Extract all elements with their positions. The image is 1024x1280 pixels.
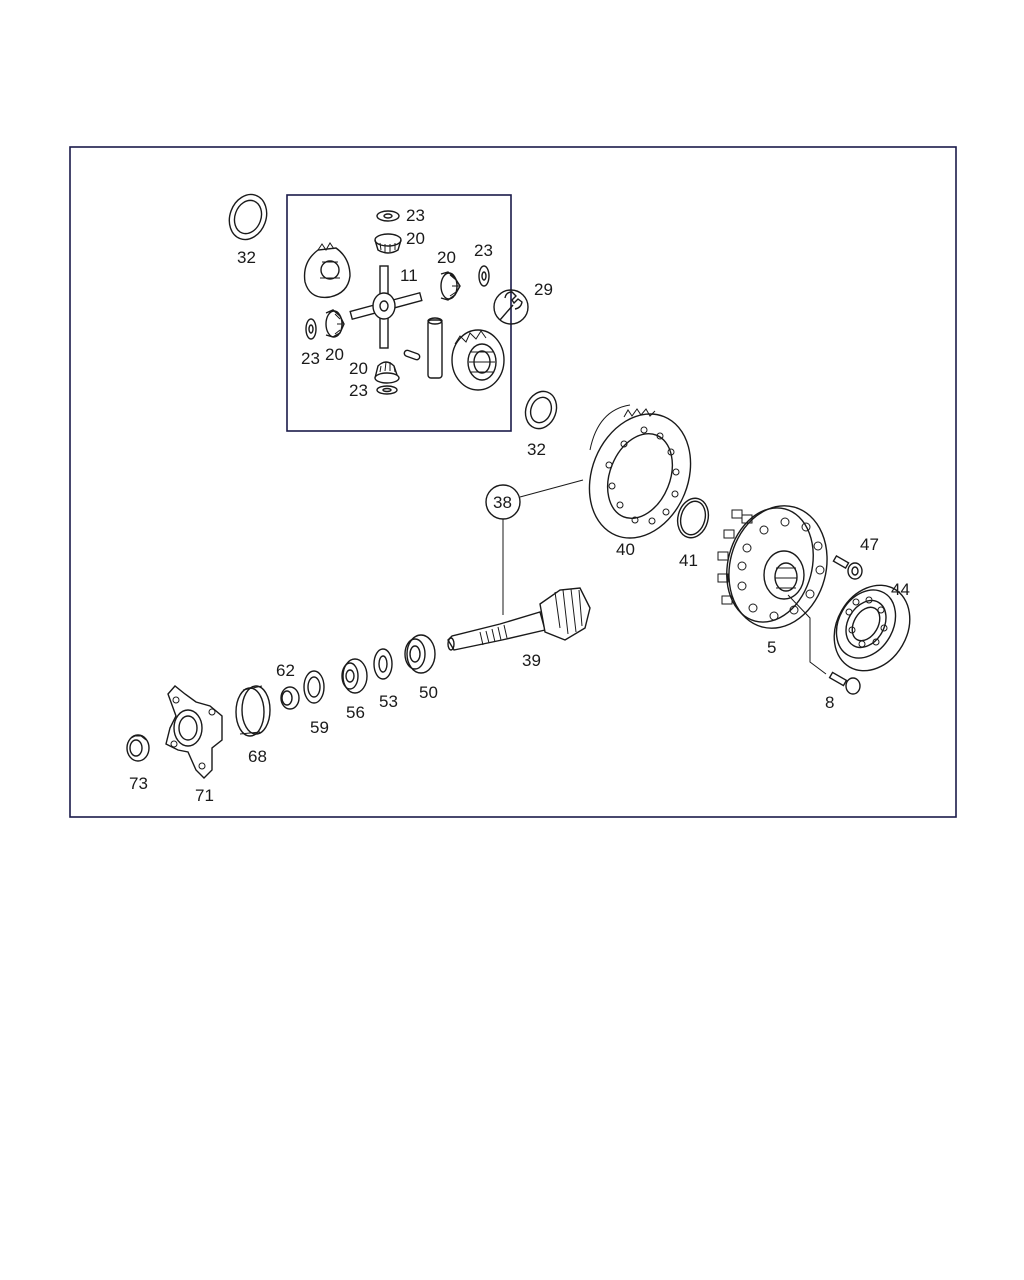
- label-40: 40: [616, 540, 635, 559]
- pinion-gear-20-top: [374, 233, 402, 254]
- spider-cross-11: [349, 265, 423, 349]
- nut-73: [126, 734, 150, 762]
- sleeve-68: [235, 685, 271, 737]
- wrench-icon-29: [493, 289, 529, 325]
- washer-23-left: [305, 318, 317, 340]
- label-23-top: 23: [406, 206, 425, 225]
- shim-32-top: [228, 193, 268, 241]
- side-gear-right: [451, 329, 505, 391]
- label-71: 71: [195, 786, 214, 805]
- label-73: 73: [129, 774, 148, 793]
- differential-inset-box: [286, 194, 512, 432]
- label-32-bottom: 32: [527, 440, 546, 459]
- bearing-44: [833, 584, 911, 672]
- callout-38: [485, 479, 584, 615]
- label-8: 8: [825, 693, 834, 712]
- label-68: 68: [248, 747, 267, 766]
- pinion-gear-20-left: [325, 309, 345, 338]
- bolt-8: [828, 671, 861, 695]
- label-50: 50: [419, 683, 438, 702]
- label-44: 44: [891, 580, 910, 599]
- shim-32-bottom: [524, 390, 558, 430]
- label-47: 47: [860, 535, 879, 554]
- label-5: 5: [767, 638, 776, 657]
- label-32-top: 32: [237, 248, 256, 267]
- label-59: 59: [310, 718, 329, 737]
- lock-pin: [403, 349, 421, 361]
- pinion-gear-20-bottom: [374, 361, 400, 384]
- label-23-left: 23: [301, 349, 320, 368]
- label-39: 39: [522, 651, 541, 670]
- washer-23-top: [376, 210, 400, 222]
- differential-shaft: [427, 317, 443, 379]
- label-20-right: 20: [437, 248, 456, 267]
- label-41: 41: [679, 551, 698, 570]
- pinion-gear-20-right: [440, 271, 461, 301]
- seal-59: [303, 670, 325, 704]
- washer-23-bottom: [376, 385, 398, 395]
- label-62: 62: [276, 661, 295, 680]
- bearing-56: [341, 658, 368, 694]
- label-20-bottom: 20: [349, 359, 368, 378]
- o-ring-41: [676, 497, 710, 539]
- diagram-frame: [69, 146, 957, 818]
- label-56: 56: [346, 703, 365, 722]
- label-20-top: 20: [406, 229, 425, 248]
- label-38: 38: [493, 493, 512, 512]
- ring-gear-40: [588, 404, 692, 539]
- flange-71: [165, 685, 223, 779]
- label-23-bottom: 23: [349, 381, 368, 400]
- side-gear-left: [303, 242, 351, 299]
- bearing-50: [404, 634, 436, 674]
- spacer-53: [373, 648, 393, 680]
- drive-pinion-39: [447, 587, 591, 651]
- differential-housing-5: [717, 505, 828, 675]
- label-11: 11: [400, 266, 418, 285]
- nut-62: [280, 686, 300, 710]
- label-23-right: 23: [474, 241, 493, 260]
- label-29: 29: [534, 280, 553, 299]
- label-20-left: 20: [325, 345, 344, 364]
- washer-23-right: [478, 265, 490, 287]
- bolt-47: [832, 554, 863, 580]
- label-53: 53: [379, 692, 398, 711]
